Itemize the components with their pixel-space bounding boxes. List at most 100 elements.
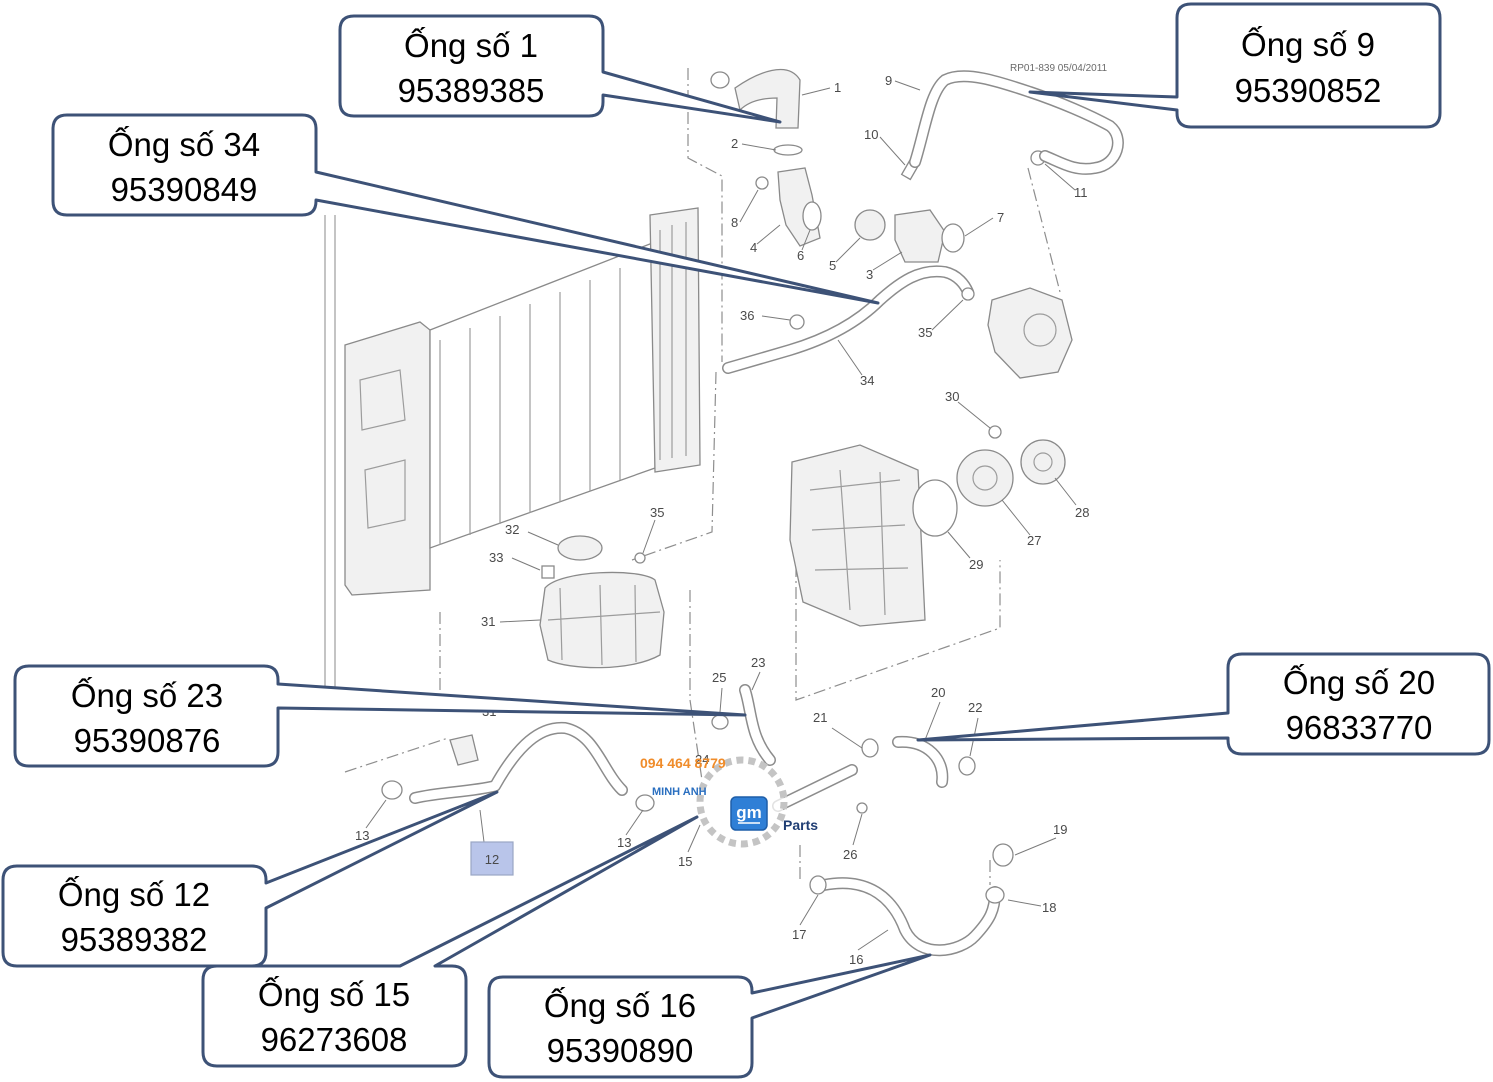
callout-title: Ống số 15 [258,975,410,1013]
bolt-36 [789,314,805,330]
part-label: 9 [885,73,892,88]
clamp-18 [985,886,1005,904]
part-label: 10 [864,127,878,142]
reference-code: RP01-839 05/04/2011 [1010,63,1108,74]
hose-23 [739,684,776,766]
reservoir-tank-31 [539,571,665,669]
clamp-35 [961,287,975,301]
part-label: 5 [829,258,836,273]
housing-3 [894,209,946,263]
part-label: 30 [945,389,959,404]
callout-pipe-16: Ống số 16 95390890 [487,953,932,1079]
pipe-21 [772,764,858,812]
clamp-22 [958,756,976,776]
watermark: 094 464 8779 MINH ANH gm Parts [640,755,818,848]
bolt-26 [856,802,868,814]
callout-pipe-9: Ống số 9 95390852 [1028,2,1442,129]
part-label: 20 [931,685,945,700]
callout-pipe-34: Ống số 34 95390849 [51,113,880,305]
part-label: 35 [650,505,664,520]
thermostat-5 [854,209,886,241]
part-label: 2 [731,136,738,151]
part-label: 31 [481,614,495,629]
highlighted-label: 12 [470,841,514,876]
part-label: 8 [731,215,738,230]
hose-9 [909,70,1124,175]
water-outlet-housing [987,287,1073,379]
dashed-guides [344,68,1061,885]
hose-20 [892,735,949,788]
watermark-shop: MINH ANH [652,786,707,798]
callout-part-number: 95389385 [398,72,545,109]
callout-part-number: 96273608 [261,1021,408,1058]
reservoir-cap-32 [557,535,603,561]
part-label: 26 [843,847,857,862]
callout-title: Ống số 16 [544,986,696,1024]
callout-part-number: 96833770 [1286,709,1433,746]
callout-pipe-15: Ống số 15 96273608 [201,815,699,1068]
part-label: 33 [489,550,503,565]
callout-pipe-23: Ống số 23 95390876 [13,664,747,768]
clamp-21 [861,738,879,758]
part-label: 34 [860,373,874,388]
radiator-left-bracket [344,321,431,596]
clip-35 [634,552,646,564]
part-label: 21 [813,710,827,725]
bolt-8 [755,176,769,190]
clamp-icon [710,71,730,89]
hose-34 [722,265,974,374]
bracket [449,734,479,766]
part-label: 4 [750,240,757,255]
o-ring-2 [773,144,803,156]
callout-pipe-1: Ống số 1 95389385 [338,14,782,124]
part-label: 6 [797,248,804,263]
gm-logo-text: gm [736,803,762,822]
clip-33 [541,565,555,579]
callout-title: Ống số 20 [1283,663,1435,701]
clamp-13-left [381,780,403,800]
hose-12 [409,721,628,804]
hose-1 [710,68,801,129]
gasket-7 [941,223,965,253]
part-label: 29 [969,557,983,572]
part-label: 16 [849,952,863,967]
clamp-25 [711,714,729,730]
callout-title: Ống số 12 [58,875,210,913]
callout-part-number: 95390876 [74,722,221,759]
part-label: 1 [834,80,841,95]
part-label: 25 [712,670,726,685]
watermark-parts: Parts [783,817,818,833]
bolt-30 [988,425,1002,439]
part-label: 36 [740,308,754,323]
diagram-drawing: RP01-839 05/04/2011 1 2 8 4 6 5 3 7 9 10… [324,63,1124,967]
callout-part-number: 95390890 [547,1032,694,1069]
clamp-17 [809,875,827,895]
part-label: 28 [1075,505,1089,520]
clamp-19 [992,843,1014,867]
part-label: 17 [792,927,806,942]
part-label: 18 [1042,900,1056,915]
hose-16 [818,877,1001,957]
engine-front-block [789,444,926,627]
radiator-right-tank [649,207,701,473]
callout-part-number: 95390849 [111,171,258,208]
callout-title: Ống số 23 [71,676,223,714]
part-label: 22 [968,700,982,715]
callout-title: Ống số 1 [404,26,538,64]
part-label: 3 [866,267,873,282]
callout-title: Ống số 9 [1241,25,1375,63]
part-label: 27 [1027,533,1041,548]
water-pump-27 [956,449,1014,507]
callout-pipe-20: Ống số 20 96833770 [916,652,1491,756]
clamp-13-right [635,794,655,812]
gasket-6 [802,201,822,231]
callout-title: Ống số 34 [108,125,260,163]
part-label: 7 [997,210,1004,225]
gasket-29 [912,479,958,537]
part-label: 32 [505,522,519,537]
part-label: 11 [1074,185,1088,200]
part-label: 23 [751,655,765,670]
part-label: 19 [1053,822,1067,837]
highlighted-label-text: 12 [485,852,499,867]
